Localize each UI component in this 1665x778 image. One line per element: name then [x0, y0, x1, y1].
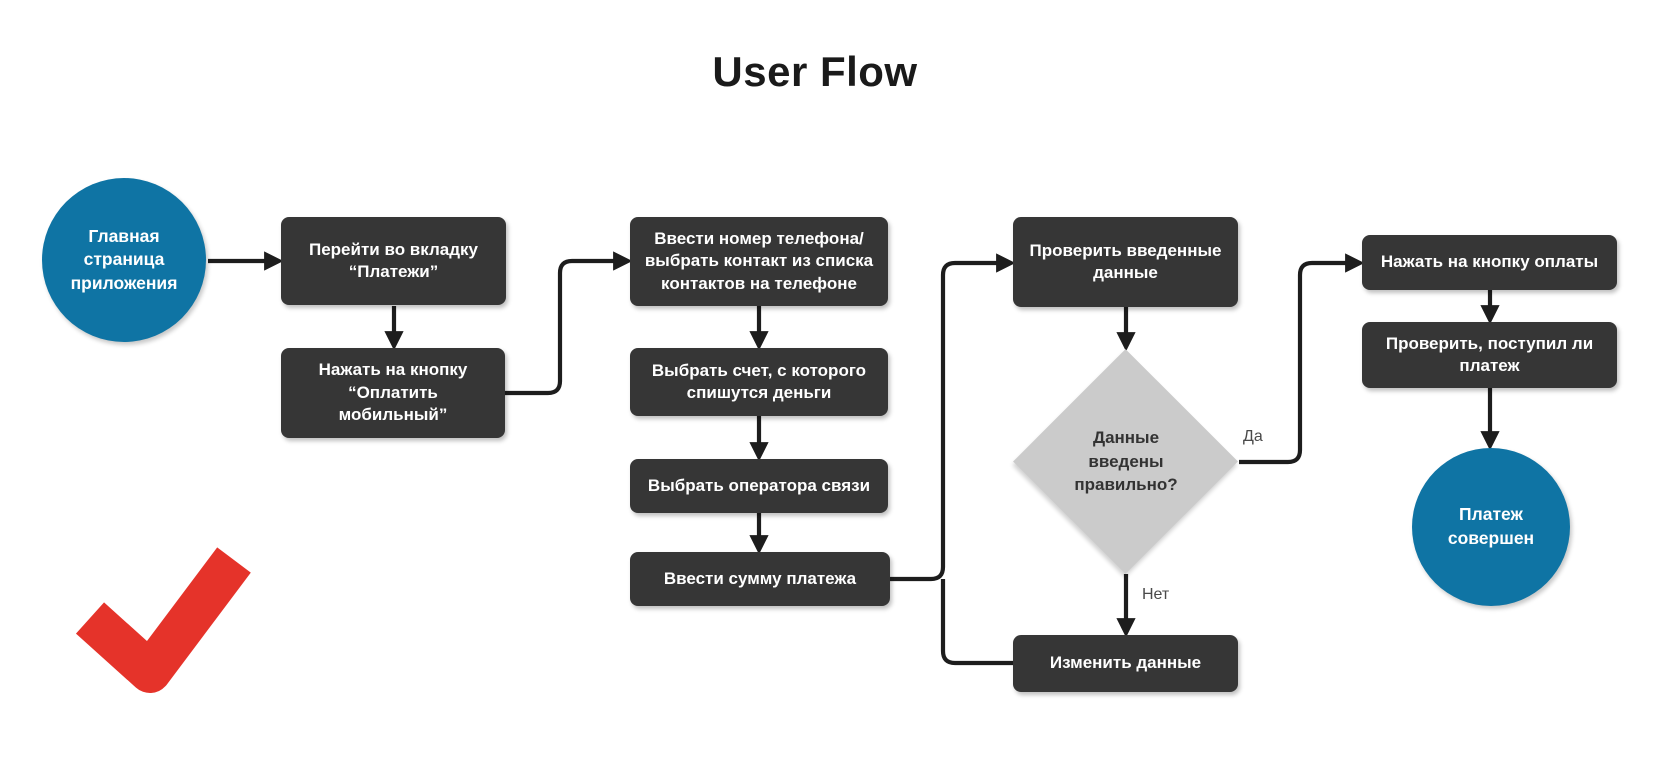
step-choose-account: Выбрать счет, с которого спишутся деньги — [630, 348, 888, 416]
edge-enter-amount-to-verify-data — [890, 253, 1016, 582]
diagram-title: User Flow — [712, 48, 918, 95]
step-press-pay-button: Нажать на кнопку оплаты — [1362, 235, 1617, 290]
step-enter-amount: Ввести сумму платежа — [630, 552, 890, 606]
edge-edit-data-return — [940, 579, 1013, 666]
start-node: Главная страница приложения — [42, 178, 206, 342]
red-checkmark-icon — [75, 547, 251, 693]
step-check-payment-arrived: Проверить, поступил ли платеж — [1362, 322, 1617, 388]
step-enter-phone: Ввести номер телефона/ выбрать контакт и… — [630, 217, 888, 306]
step-verify-data: Проверить введенные данные — [1013, 217, 1238, 307]
step-open-payments-tab: Перейти во вкладку “Платежи” — [281, 217, 506, 305]
step-choose-operator: Выбрать оператора связи — [630, 459, 888, 513]
edge-decision-yes — [1239, 253, 1365, 465]
step-edit-data: Изменить данные — [1013, 635, 1238, 692]
end-node: Платеж совершен — [1412, 448, 1570, 606]
checkmark-stroke — [75, 547, 251, 693]
step-press-pay-mobile: Нажать на кнопку “Оплатить мобильный” — [281, 348, 505, 438]
edge-label-yes: Да — [1243, 428, 1263, 445]
decision-label: Данные введены правильно? — [1074, 428, 1178, 495]
decision-node: Данные введены правильно? — [1013, 349, 1239, 574]
edge-label-no: Нет — [1142, 586, 1170, 603]
edge-pay-mobile-to-enter-phone — [505, 251, 633, 396]
